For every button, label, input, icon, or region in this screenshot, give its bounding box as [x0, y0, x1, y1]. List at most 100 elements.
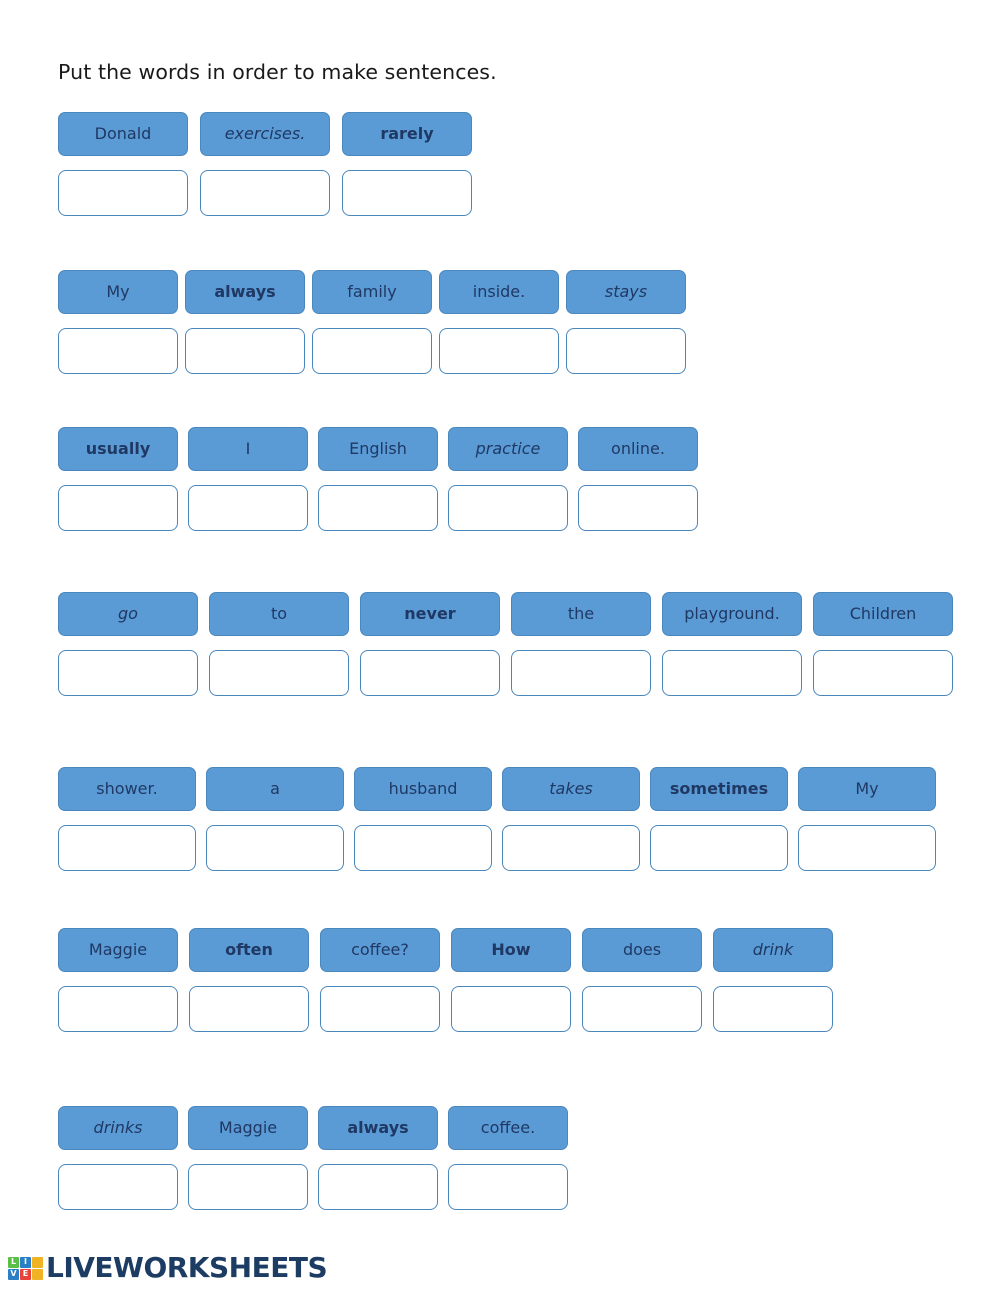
page-title: Put the words in order to make sentences… — [58, 60, 497, 84]
brand-name-label: LIVEWORKSHEETS — [46, 1251, 328, 1284]
word-tile[interactable]: playground. — [662, 592, 802, 636]
word-tile[interactable]: Maggie — [188, 1106, 308, 1150]
answer-slot-input[interactable] — [200, 170, 330, 216]
word-tile[interactable]: practice — [448, 427, 568, 471]
answer-slot-input[interactable] — [209, 650, 349, 696]
answer-slot-input[interactable] — [566, 328, 686, 374]
answer-slot-input[interactable] — [58, 650, 198, 696]
answer-slot-input[interactable] — [650, 825, 788, 871]
answer-slot-input[interactable] — [58, 825, 196, 871]
answer-slot-input[interactable] — [713, 986, 833, 1032]
word-tile[interactable]: family — [312, 270, 432, 314]
word-tile[interactable]: exercises. — [200, 112, 330, 156]
answer-slot-group — [58, 986, 833, 1032]
answer-slot-input[interactable] — [511, 650, 651, 696]
word-tile[interactable]: usually — [58, 427, 178, 471]
word-tile[interactable]: online. — [578, 427, 698, 471]
answer-slot-input[interactable] — [451, 986, 571, 1032]
answer-slot-input[interactable] — [58, 328, 178, 374]
answer-slot-input[interactable] — [448, 1164, 568, 1210]
word-tile[interactable]: coffee? — [320, 928, 440, 972]
word-tile[interactable]: takes — [502, 767, 640, 811]
answer-slot-input[interactable] — [58, 1164, 178, 1210]
answer-slot-input[interactable] — [448, 485, 568, 531]
answer-slot-group — [58, 170, 472, 216]
answer-slot-group — [58, 328, 686, 374]
answer-slot-input[interactable] — [318, 1164, 438, 1210]
logo-cell-I: I — [20, 1256, 31, 1268]
answer-slot-input[interactable] — [188, 485, 308, 531]
word-tile-group: Donald exercises. rarely — [58, 112, 472, 156]
word-tile[interactable]: often — [189, 928, 309, 972]
word-tile[interactable]: stays — [566, 270, 686, 314]
logo-cell-E: E — [20, 1268, 31, 1280]
word-tile[interactable]: Children — [813, 592, 953, 636]
answer-slot-input[interactable] — [318, 485, 438, 531]
word-tile[interactable]: rarely — [342, 112, 472, 156]
word-tile[interactable]: I — [188, 427, 308, 471]
word-tile[interactable]: Maggie — [58, 928, 178, 972]
answer-slot-input[interactable] — [206, 825, 344, 871]
answer-slot-input[interactable] — [439, 328, 559, 374]
answer-slot-input[interactable] — [342, 170, 472, 216]
answer-slot-input[interactable] — [360, 650, 500, 696]
word-tile[interactable]: My — [58, 270, 178, 314]
answer-slot-group — [58, 825, 936, 871]
answer-slot-input[interactable] — [189, 986, 309, 1032]
sentence-row-1: Donald exercises. rarely — [58, 112, 472, 216]
answer-slot-group — [58, 1164, 568, 1210]
word-tile[interactable]: always — [318, 1106, 438, 1150]
answer-slot-input[interactable] — [58, 986, 178, 1032]
answer-slot-input[interactable] — [662, 650, 802, 696]
answer-slot-input[interactable] — [58, 485, 178, 531]
word-tile[interactable]: the — [511, 592, 651, 636]
word-tile[interactable]: English — [318, 427, 438, 471]
answer-slot-input[interactable] — [58, 170, 188, 216]
answer-slot-input[interactable] — [354, 825, 492, 871]
word-tile[interactable]: shower. — [58, 767, 196, 811]
answer-slot-input[interactable] — [578, 485, 698, 531]
answer-slot-input[interactable] — [312, 328, 432, 374]
word-tile[interactable]: drink — [713, 928, 833, 972]
word-tile[interactable]: a — [206, 767, 344, 811]
answer-slot-input[interactable] — [813, 650, 953, 696]
logo-cell-5 — [32, 1268, 43, 1280]
word-tile[interactable]: go — [58, 592, 198, 636]
word-tile[interactable]: never — [360, 592, 500, 636]
logo-cell-L: L — [8, 1256, 19, 1268]
word-tile[interactable]: sometimes — [650, 767, 788, 811]
word-tile[interactable]: does — [582, 928, 702, 972]
answer-slot-input[interactable] — [320, 986, 440, 1032]
answer-slot-input[interactable] — [798, 825, 936, 871]
answer-slot-input[interactable] — [188, 1164, 308, 1210]
word-tile[interactable]: drinks — [58, 1106, 178, 1150]
answer-slot-input[interactable] — [185, 328, 305, 374]
word-tile[interactable]: How — [451, 928, 571, 972]
word-tile[interactable]: inside. — [439, 270, 559, 314]
answer-slot-input[interactable] — [502, 825, 640, 871]
word-tile[interactable]: to — [209, 592, 349, 636]
answer-slot-group — [58, 650, 953, 696]
word-tile[interactable]: always — [185, 270, 305, 314]
word-tile[interactable]: My — [798, 767, 936, 811]
logo-cell-V: V — [8, 1268, 19, 1280]
answer-slot-input[interactable] — [582, 986, 702, 1032]
word-tile[interactable]: Donald — [58, 112, 188, 156]
logo-cell-2 — [32, 1256, 43, 1268]
word-tile[interactable]: husband — [354, 767, 492, 811]
word-tile[interactable]: coffee. — [448, 1106, 568, 1150]
